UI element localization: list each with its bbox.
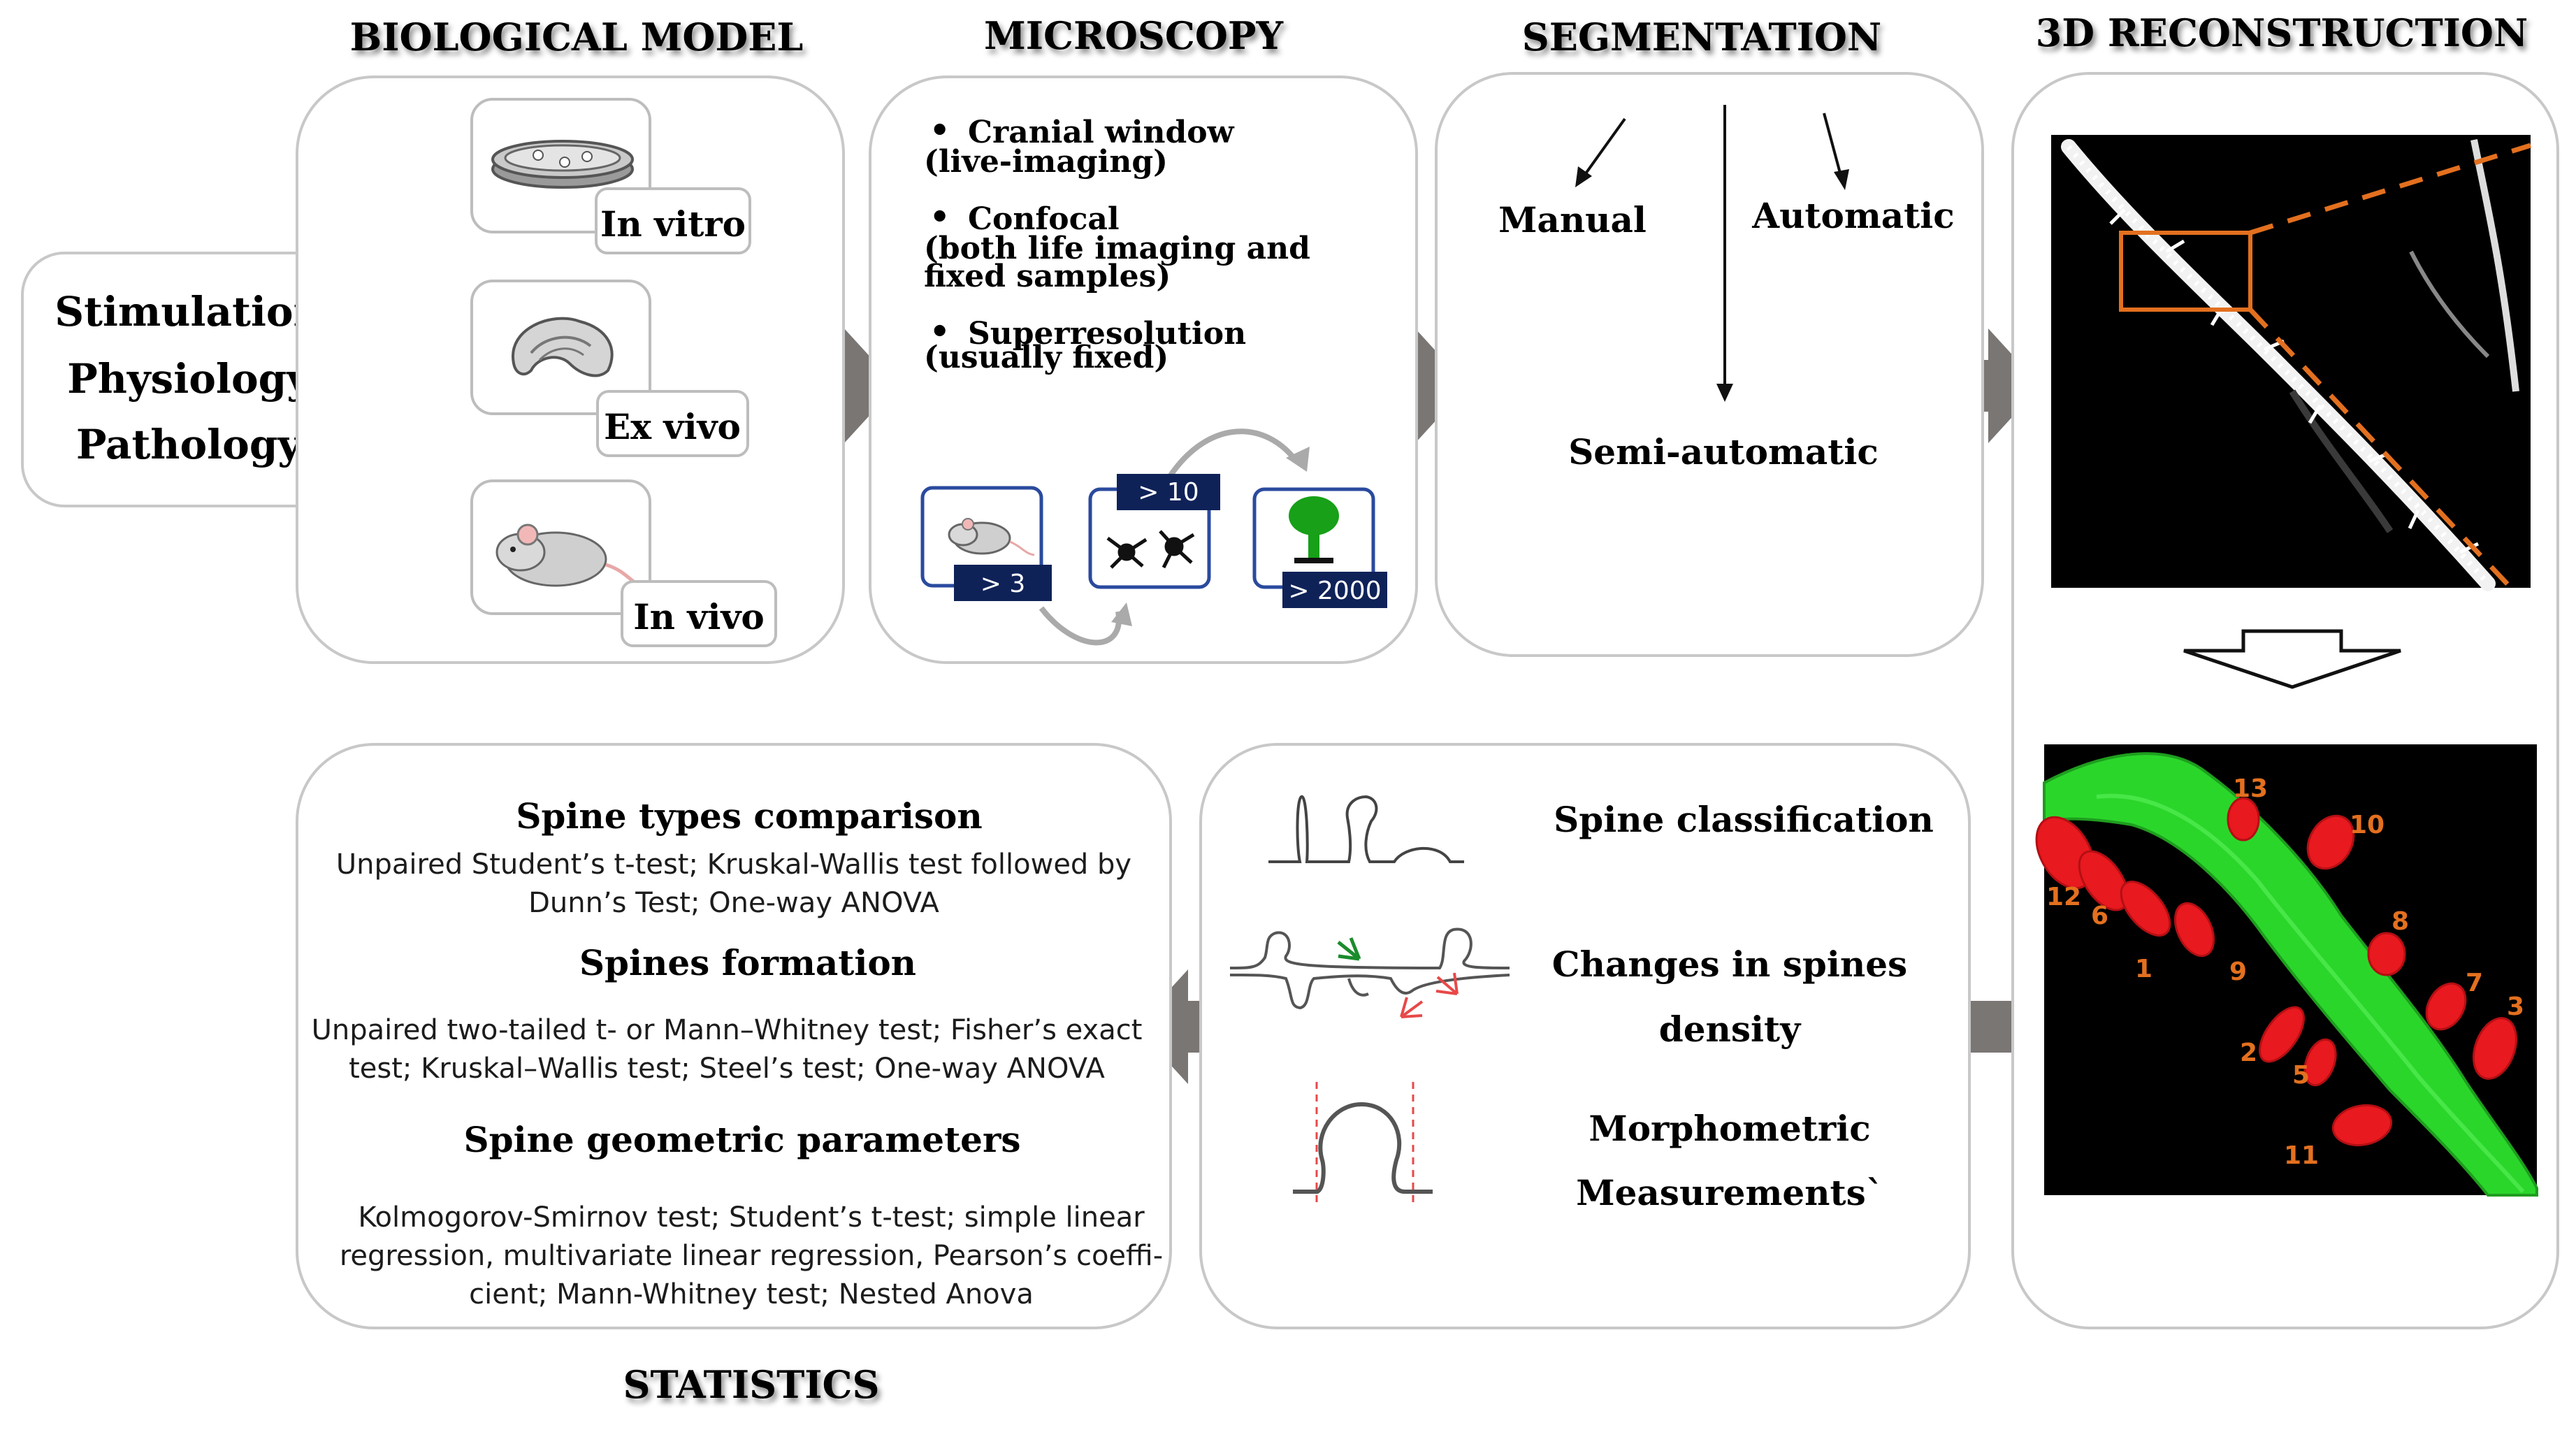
analysis-panel: Spine classification Changes in spines d…	[1199, 743, 1971, 1329]
reconstruction-panel: 1 2 3 5 6 7 8 9 10 11 12 13	[2011, 72, 2559, 1329]
bullet-dot-1: •	[929, 111, 950, 149]
spine-number-13: 13	[2233, 774, 2268, 803]
pathology-label: Pathology	[76, 421, 303, 468]
ex-vivo-item: Ex vivo	[470, 280, 749, 457]
automatic-label: Automatic	[1751, 195, 1954, 236]
spine-number-9: 9	[2229, 958, 2247, 986]
confocal-title: Confocal	[968, 201, 1120, 237]
changes-density-label-1: Changes in spines	[1552, 944, 1907, 985]
spine-types-text-2: Dunn’s Test; One-way ANOVA	[528, 887, 939, 919]
geometric-text-3: cient; Mann-Whitney test; Nested Anova	[469, 1278, 1034, 1310]
curved-arrow-bottom	[1039, 606, 1122, 646]
formation-text-1: Unpaired two-tailed t- or Mann–Whitney t…	[312, 1014, 1143, 1046]
segmentation-panel: Manual Automatic Semi-automatic	[1435, 72, 1984, 657]
spine-number-1: 1	[2135, 955, 2152, 983]
morphometric-label-1: Morphometric	[1589, 1108, 1870, 1149]
spine-number-10: 10	[2350, 811, 2385, 839]
curved-arrow-top-head	[1286, 447, 1310, 472]
neuron-icon	[1106, 530, 1195, 569]
mouse-icon	[495, 523, 651, 591]
spine-number-2: 2	[2240, 1039, 2257, 1067]
superresolution-title: Superresolution	[968, 316, 1246, 352]
geometric-text-2: regression, multivariate linear regressi…	[340, 1240, 1163, 1272]
in-vitro-label: In vitro	[600, 203, 746, 245]
cranial-window-title: Cranial window	[968, 115, 1235, 150]
bullet-dot-2: •	[929, 198, 950, 236]
header-3d-reconstruction: 3D RECONSTRUCTION	[2036, 10, 2528, 55]
header-statistics: STATISTICS	[623, 1362, 879, 1407]
geometric-text-1: Kolmogorov-Smirnov test; Student’s t-tes…	[358, 1201, 1145, 1234]
segmentation-arrows	[1575, 105, 1849, 402]
spine-number-7: 7	[2466, 969, 2483, 997]
spine-count-label: > 2000	[1288, 577, 1381, 605]
spine-number-8: 8	[2392, 907, 2409, 936]
superresolution-sub: (usually fixed)	[924, 340, 1168, 375]
stimulation-label: Stimulation	[55, 288, 323, 335]
confocal-sub-2: fixed samples)	[924, 259, 1171, 294]
dendrite-image	[2051, 135, 2532, 591]
spine-shapes-icon	[1268, 795, 1464, 863]
mouse-count-label: > 3	[981, 570, 1026, 598]
dendrite-change-icon	[1229, 927, 1510, 1010]
cranial-window-sub: (live-imaging)	[924, 144, 1168, 180]
spine-number-5: 5	[2292, 1061, 2310, 1090]
formation-text-2: test; Kruskal–Wallis test; Steel’s test;…	[349, 1053, 1105, 1085]
confocal-sub-1: (both life imaging and	[924, 231, 1310, 266]
spine-reconstruction-image: 1 2 3 5 6 7 8 9 10 11 12 13	[2035, 744, 2538, 1197]
ex-vivo-label: Ex vivo	[604, 406, 741, 447]
biological-model-panel: In vitro Ex vivo In vivo	[296, 75, 845, 664]
spine-number-11: 11	[2284, 1141, 2319, 1170]
red-arrows-icon	[1400, 972, 1459, 1018]
formation-title: Spines formation	[579, 942, 916, 983]
curved-arrow-top	[1168, 428, 1299, 477]
neuron-count-label: > 10	[1138, 478, 1199, 507]
curved-arrow-bottom-head	[1111, 602, 1132, 626]
bullet-dot-3: •	[929, 312, 950, 350]
spine-types-text-1: Unpaired Student’s t-test; Kruskal-Walli…	[336, 848, 1131, 881]
spine-types-title: Spine types comparison	[516, 795, 982, 837]
petri-dish-icon	[491, 140, 634, 189]
in-vitro-item: In vitro	[470, 98, 751, 254]
mouse-small-icon	[948, 518, 1035, 556]
brain-slice-icon	[511, 317, 614, 377]
header-microscopy: MICROSCOPY	[984, 13, 1285, 58]
spine-number-12: 12	[2046, 883, 2081, 911]
physiology-label: Physiology	[67, 355, 312, 403]
changes-density-label-2: density	[1659, 1009, 1802, 1050]
neuron-count-box: > 10	[1088, 474, 1220, 589]
spine-number-3: 3	[2507, 992, 2524, 1021]
spine-count-box: > 2000	[1252, 487, 1387, 608]
spine-classification-label: Spine classification	[1554, 799, 1934, 840]
mouse-count-box: > 3	[920, 486, 1052, 601]
stimulation-box: Stimulation Physiology Pathology	[21, 252, 356, 507]
morphometric-spine-icon	[1293, 1082, 1433, 1206]
spine-tree-icon	[1289, 496, 1339, 563]
semi-automatic-label: Semi-automatic	[1568, 431, 1879, 472]
morphometric-label-2: Measurements`	[1576, 1172, 1883, 1213]
header-biological-model: BIOLOGICAL MODEL	[350, 15, 804, 59]
in-vivo-label: In vivo	[633, 596, 765, 637]
manual-label: Manual	[1498, 199, 1647, 240]
statistics-panel: Spine types comparison Unpaired Student’…	[296, 743, 1172, 1329]
green-arrow-icon	[1337, 937, 1361, 961]
geometric-title: Spine geometric parameters	[464, 1119, 1021, 1160]
in-vivo-item: In vivo	[470, 479, 777, 647]
spine-number-6: 6	[2091, 902, 2108, 930]
down-outline-arrow	[2183, 629, 2401, 689]
microscopy-panel: • Cranial window (live-imaging) • Confoc…	[869, 75, 1418, 664]
header-segmentation: SEGMENTATION	[1522, 15, 1882, 59]
